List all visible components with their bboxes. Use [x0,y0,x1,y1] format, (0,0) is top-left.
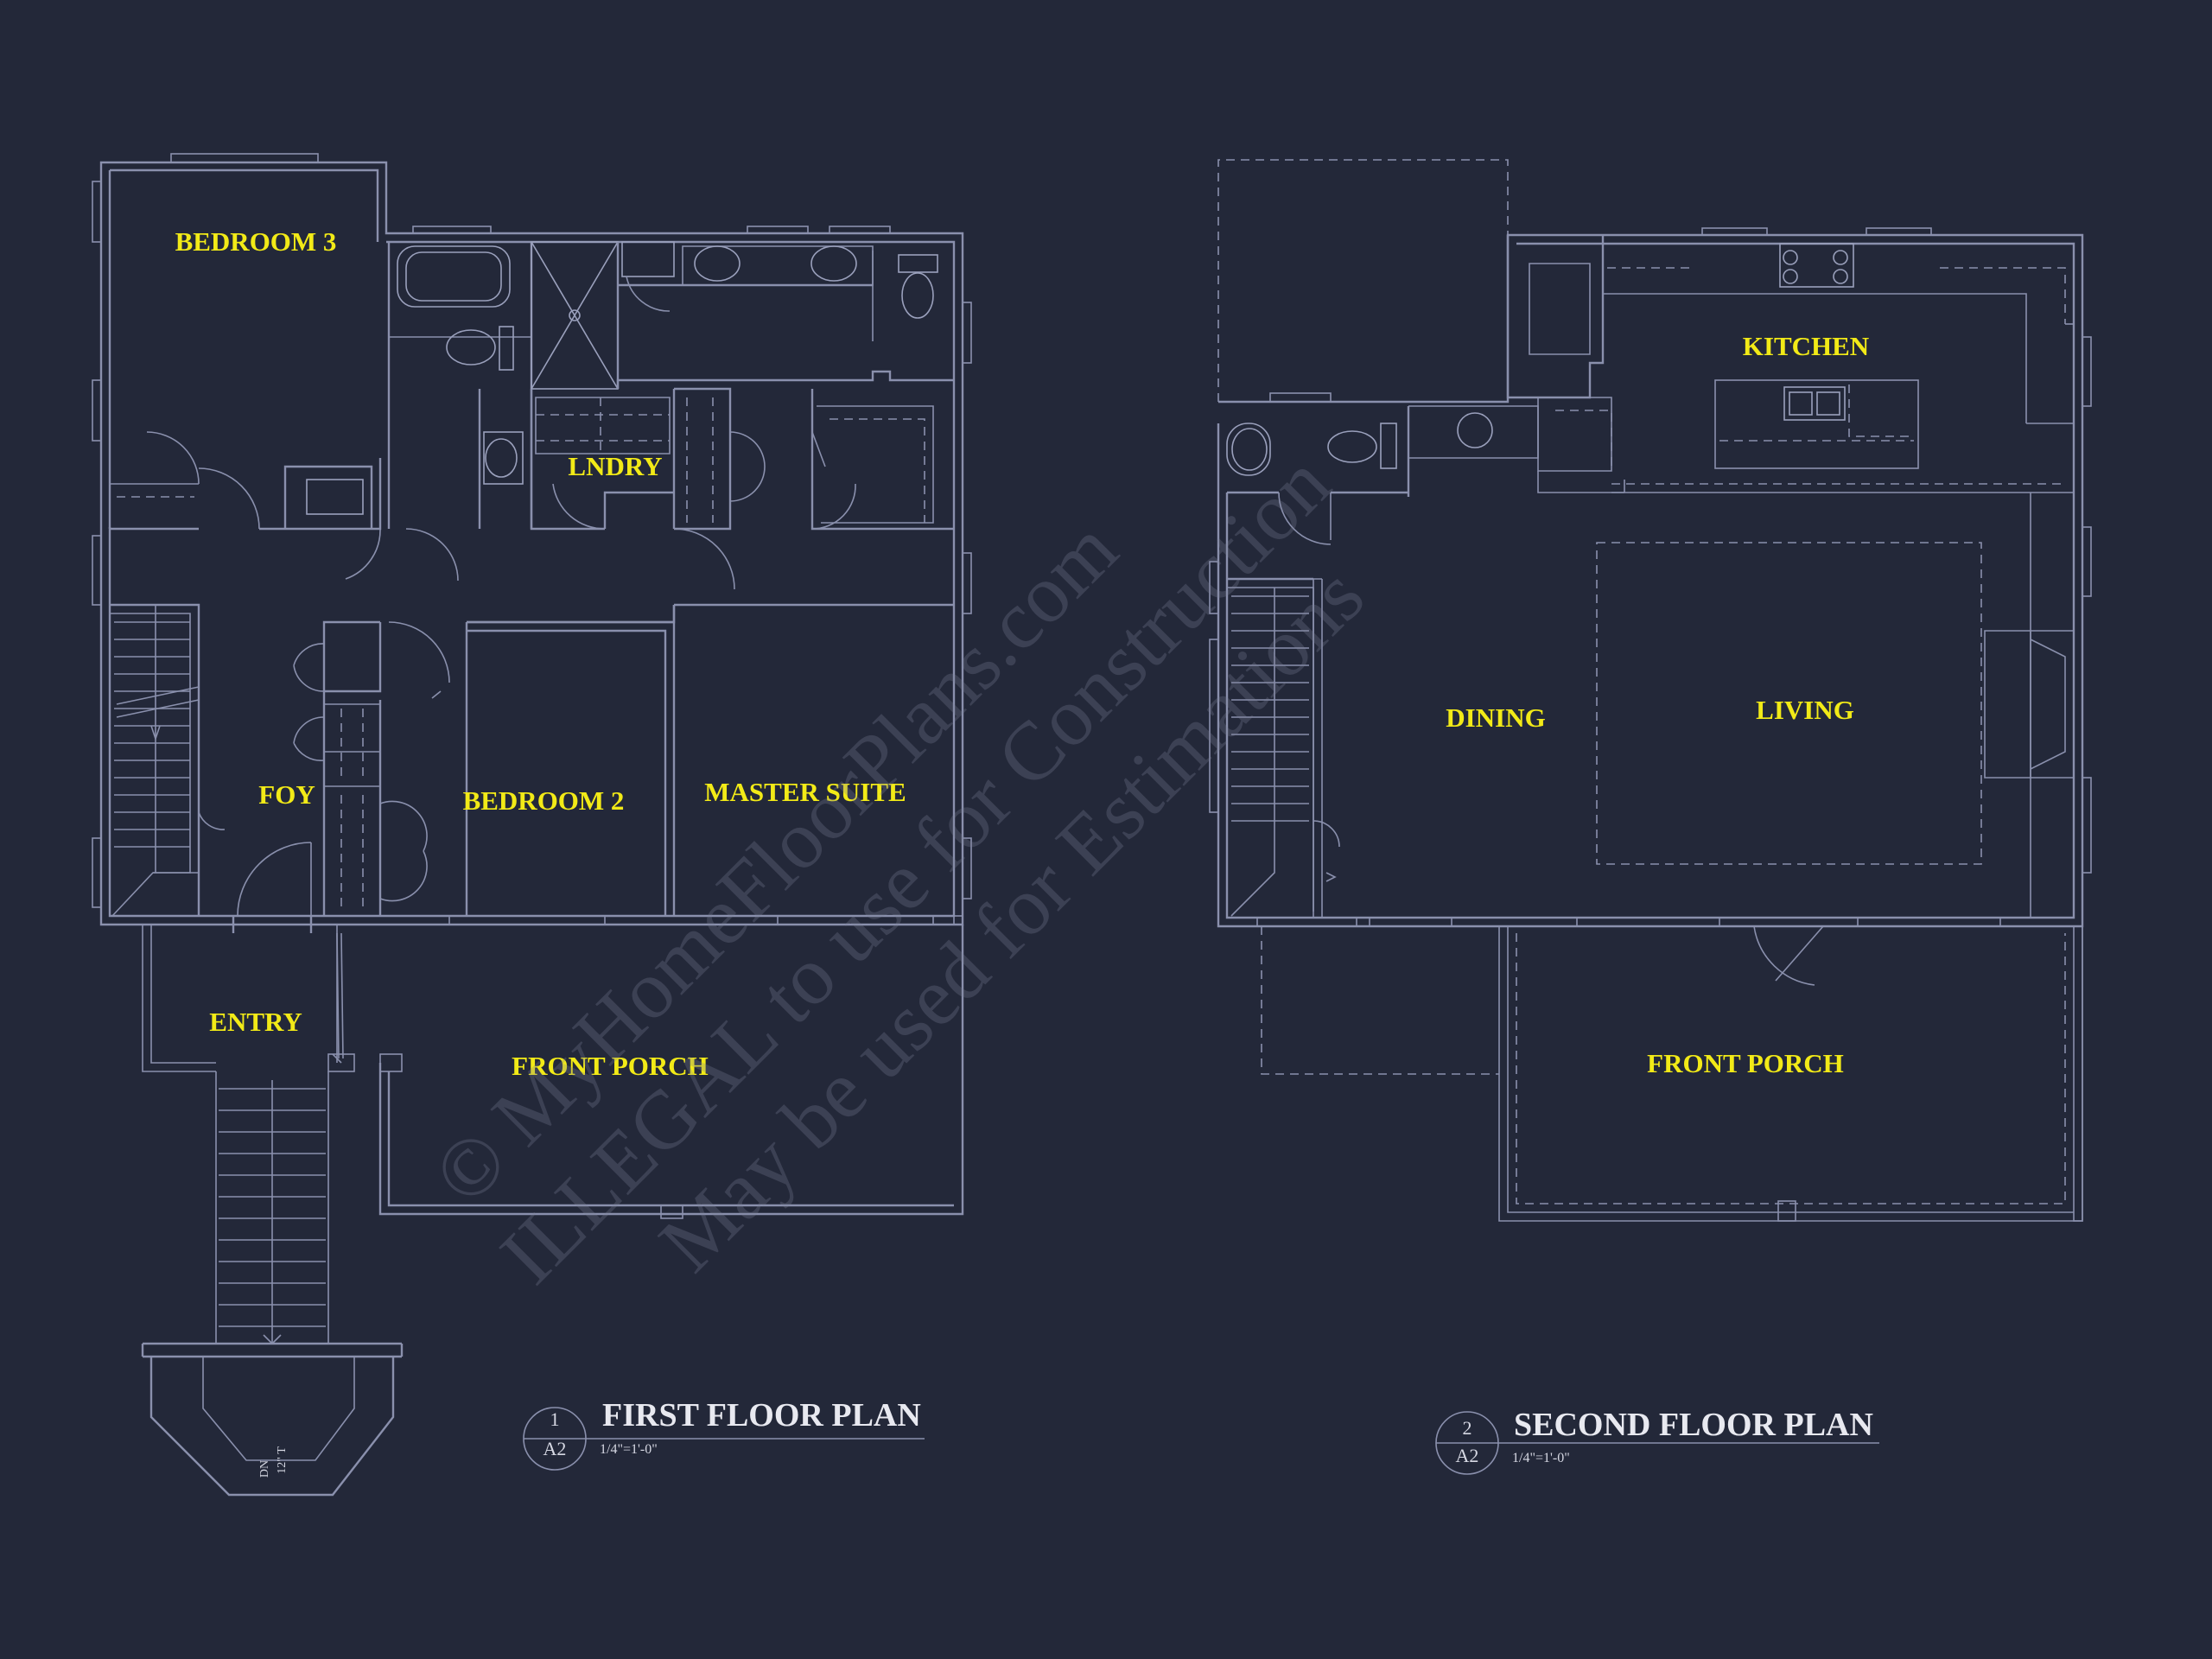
room-label-master-suite: MASTER SUITE [704,777,906,807]
first-floor-scale: 1/4"=1'-0" [600,1442,658,1457]
room-label-kitchen: KITCHEN [1743,331,1869,361]
room-label-entry: ENTRY [209,1007,302,1037]
first-floor-title-block: 1 A2 FIRST FLOOR PLAN 1/4"=1'-0" [523,1397,925,1471]
first-floor-tag-number: 1 [550,1408,560,1430]
second-floor-title: SECOND FLOOR PLAN [1514,1407,1873,1443]
first-floor-plan: DN 12" T BEDROOM 3 LNDRY FOY BEDROOM 2 M… [92,153,972,1497]
second-floor-tag-sheet: A2 [1456,1445,1479,1466]
room-label-bedroom-2: BEDROOM 2 [463,785,625,816]
first-floor-tag-sheet: A2 [543,1438,567,1459]
room-label-foyer: FOY [258,779,315,810]
room-label-front-porch-1: FRONT PORCH [512,1051,709,1081]
second-floor-title-block: 2 A2 SECOND FLOOR PLAN 1/4"=1'-0" [1435,1407,1879,1475]
stair-note-rise: 12" T [276,1446,289,1474]
second-floor-tag-number: 2 [1463,1417,1472,1439]
first-floor-title: FIRST FLOOR PLAN [602,1397,921,1433]
room-label-front-porch-2: FRONT PORCH [1647,1048,1844,1078]
watermark: © MyHomeFloorPlans.com ILLEGAL to use fo… [416,436,1382,1301]
room-label-bedroom-3: BEDROOM 3 [175,226,337,257]
room-label-dining: DINING [1446,702,1545,733]
room-label-laundry: LNDRY [568,451,662,481]
second-floor-plan: KITCHEN DINING LIVING FRONT PORCH 2 A2 S… [1209,159,2092,1475]
room-label-living: LIVING [1756,695,1854,725]
second-floor-scale: 1/4"=1'-0" [1512,1451,1570,1465]
stair-note-dn: DN [258,1460,271,1478]
